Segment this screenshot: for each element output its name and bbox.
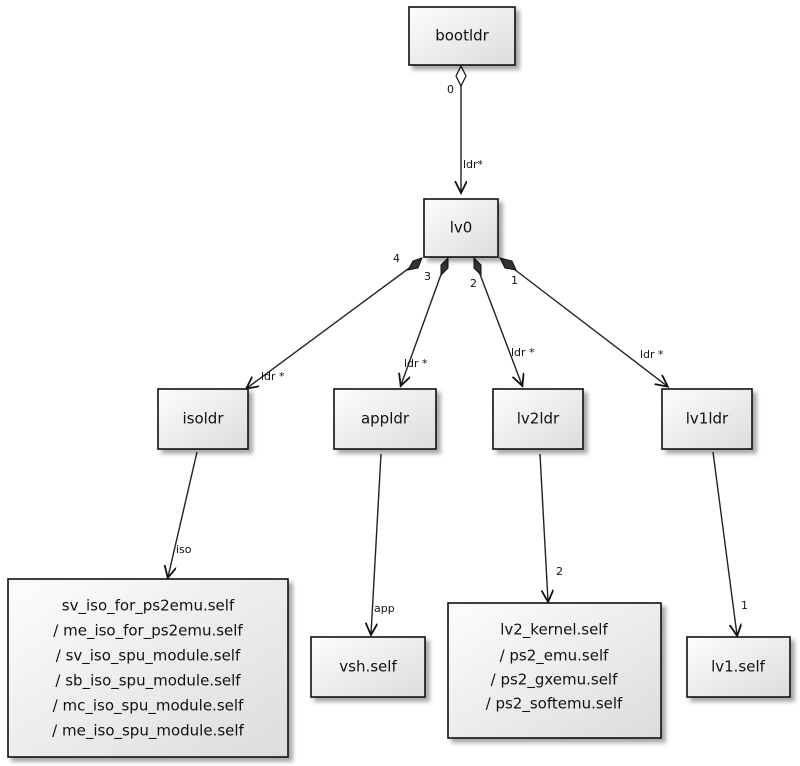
label-lv2ldr-role: ldr * <box>511 346 535 359</box>
node-iso-files: sv_iso_for_ps2emu.self / me_iso_for_ps2e… <box>7 578 289 758</box>
node-bootldr-box <box>408 6 516 66</box>
node-lv1ldr: lv1ldr <box>661 388 753 450</box>
node-bootldr: bootldr <box>408 6 516 66</box>
label-appldr-role: ldr * <box>404 357 428 370</box>
edge-isoldr-isofiles <box>168 451 198 577</box>
node-vsh-label: vsh.self <box>339 658 397 676</box>
node-lv1: lv1.self <box>686 636 791 698</box>
iso-file-line: / mc_iso_spu_module.self <box>53 697 244 716</box>
node-appldr-box <box>333 388 437 450</box>
node-appldr: appldr <box>333 388 437 450</box>
label-lv0-idx3: 3 <box>424 270 431 283</box>
edge-lv0-lv1ldr <box>509 265 667 386</box>
node-lv1ldr-box <box>661 388 753 450</box>
node-vsh-box <box>310 636 426 698</box>
node-appldr-label: appldr <box>361 410 410 428</box>
node-vsh: vsh.self <box>310 636 426 698</box>
composition-diamond-1 <box>499 257 517 271</box>
iso-file-line: / sv_iso_spu_module.self <box>56 647 241 666</box>
lv2-file-line: lv2_kernel.self <box>500 621 608 640</box>
label-isoldr-role: ldr * <box>261 370 285 383</box>
node-lv0-box <box>423 198 499 258</box>
label-lv0-idx4: 4 <box>393 252 400 265</box>
label-lv0-role: ldr* <box>463 158 484 171</box>
node-lv0-label: lv0 <box>450 219 473 237</box>
node-lv1ldr-label: lv1ldr <box>686 410 729 428</box>
node-lv2-files-box <box>447 602 662 739</box>
node-lv2ldr: lv2ldr <box>492 388 584 450</box>
node-bootldr-label: bootldr <box>435 27 489 45</box>
label-lv1ldr-role: ldr * <box>640 348 664 361</box>
label-lv1-mult: 1 <box>741 599 748 612</box>
edge-lv1ldr-lv1 <box>712 451 737 635</box>
lv2-file-line: / ps2_gxemu.self <box>491 671 618 690</box>
edge-lv0-lv2ldr <box>477 268 522 385</box>
edge-lv0-appldr <box>401 268 444 385</box>
node-lv1-label: lv1.self <box>711 658 766 676</box>
node-lv0: lv0 <box>423 198 499 258</box>
label-bootldr-mult: 0 <box>447 83 454 96</box>
iso-file-line: / me_iso_spu_module.self <box>52 722 244 741</box>
composition-diamond-3 <box>440 256 449 277</box>
iso-file-line: / sb_iso_spu_module.self <box>55 672 241 691</box>
lv2-file-line: / ps2_softemu.self <box>486 695 623 714</box>
lv2-file-line: / ps2_emu.self <box>500 647 610 666</box>
node-lv1-box <box>686 636 791 698</box>
edges <box>168 86 737 635</box>
composition-diamond-4 <box>407 257 423 271</box>
iso-file-line: sv_iso_for_ps2emu.self <box>62 597 235 616</box>
node-isoldr: isoldr <box>157 388 249 450</box>
label-lv0-idx1: 1 <box>511 274 518 287</box>
node-isoldr-label: isoldr <box>182 410 224 428</box>
iso-file-line: / me_iso_for_ps2emu.self <box>53 622 243 641</box>
edge-lv2ldr-lv2files <box>539 453 548 601</box>
node-iso-files-box <box>7 578 289 758</box>
node-lv2ldr-box <box>492 388 584 450</box>
node-isoldr-box <box>157 388 249 450</box>
label-iso-role: iso <box>176 543 192 556</box>
label-app-role: app <box>374 602 395 615</box>
edge-labels: 0 ldr* 4 3 2 1 ldr * ldr * ldr * ldr * i… <box>176 83 748 615</box>
edge-appldr-vsh <box>371 453 382 634</box>
edge-lv0-isoldr <box>247 265 413 388</box>
node-lv2-files: lv2_kernel.self / ps2_emu.self / ps2_gxe… <box>447 602 662 739</box>
label-lv2-mult: 2 <box>556 565 563 578</box>
composition-diamond-2 <box>473 256 482 277</box>
label-lv0-idx2: 2 <box>470 277 477 290</box>
aggregation-diamonds <box>407 64 517 277</box>
aggregation-diamond-hollow <box>455 64 467 88</box>
node-lv2ldr-label: lv2ldr <box>517 410 560 428</box>
